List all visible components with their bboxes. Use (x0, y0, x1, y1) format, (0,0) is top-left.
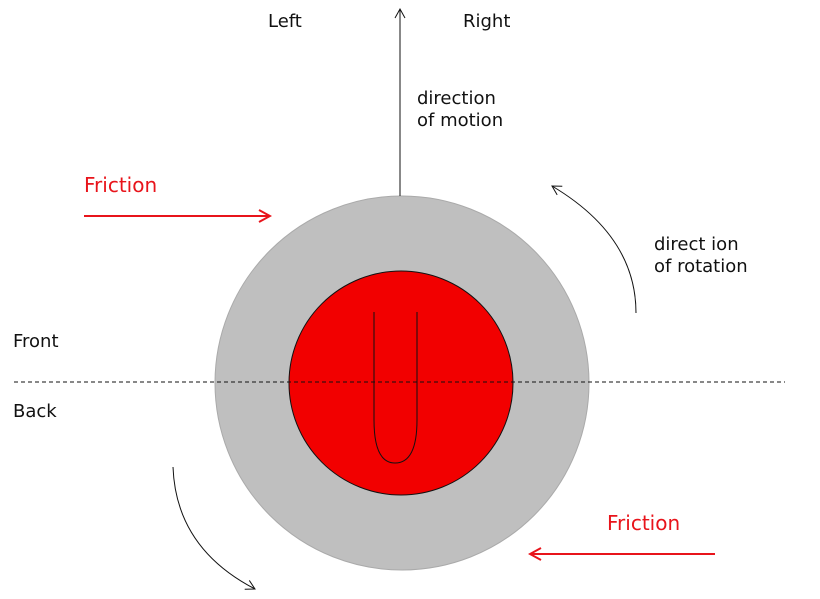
label-line: of rotation (654, 256, 748, 277)
label-front: Front (13, 331, 59, 352)
label-direction-of-motion: direction of motion (417, 88, 503, 132)
rotation-arrow-right (551, 185, 637, 314)
rotation-arrow-bottom-left (172, 466, 256, 590)
label-line: direct ion (654, 234, 739, 255)
label-left: Left (268, 11, 302, 32)
inner-disc (288, 270, 514, 496)
label-friction-top: Friction (84, 173, 158, 197)
label-right: Right (463, 11, 511, 32)
label-back: Back (13, 401, 57, 422)
label-direction-of-rotation: direct ion of rotation (654, 234, 748, 278)
label-line: of motion (417, 110, 504, 131)
label-line: direction (417, 88, 496, 109)
u-shape (373, 312, 418, 464)
label-friction-bottom: Friction (607, 511, 681, 535)
